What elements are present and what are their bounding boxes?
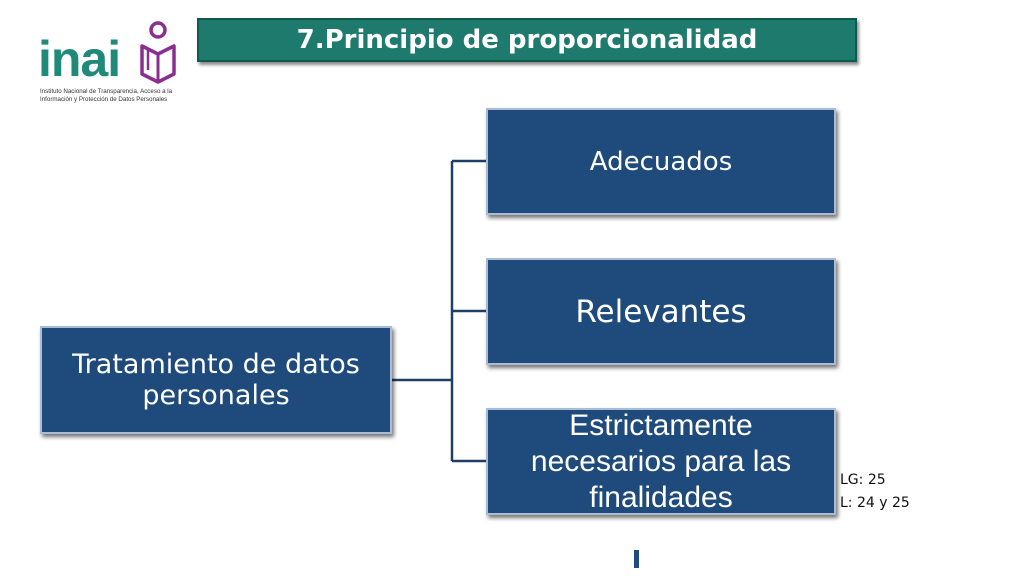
- page-marker: [634, 550, 639, 568]
- child-node-estrictamente-necesarios: Estrictamente necesarios para las finali…: [486, 408, 836, 515]
- logo-wordmark: inai: [38, 31, 121, 87]
- reference-l: L: 24 y 25: [840, 495, 910, 511]
- reader-figure-icon: [140, 21, 176, 84]
- title-bar: 7.Principio de proporcionalidad: [197, 18, 857, 62]
- child-node-label: Relevantes: [575, 293, 747, 330]
- logo-subtitle: Instituto Nacional de Transparencia, Acc…: [40, 88, 173, 103]
- slide-title: 7.Principio de proporcionalidad: [296, 25, 758, 55]
- child-node-adecuados: Adecuados: [486, 108, 836, 215]
- child-node-label: Adecuados: [589, 146, 733, 177]
- inai-logo: inai Instituto Nacional de Transparencia…: [38, 18, 188, 108]
- child-node-label: Estrictamente necesarios para las finali…: [530, 408, 792, 514]
- reference-lg: LG: 25: [840, 472, 886, 488]
- root-node-label: Tratamiento de datos personales: [72, 349, 360, 411]
- root-node: Tratamiento de datos personales: [40, 326, 392, 434]
- child-node-relevantes: Relevantes: [486, 258, 836, 365]
